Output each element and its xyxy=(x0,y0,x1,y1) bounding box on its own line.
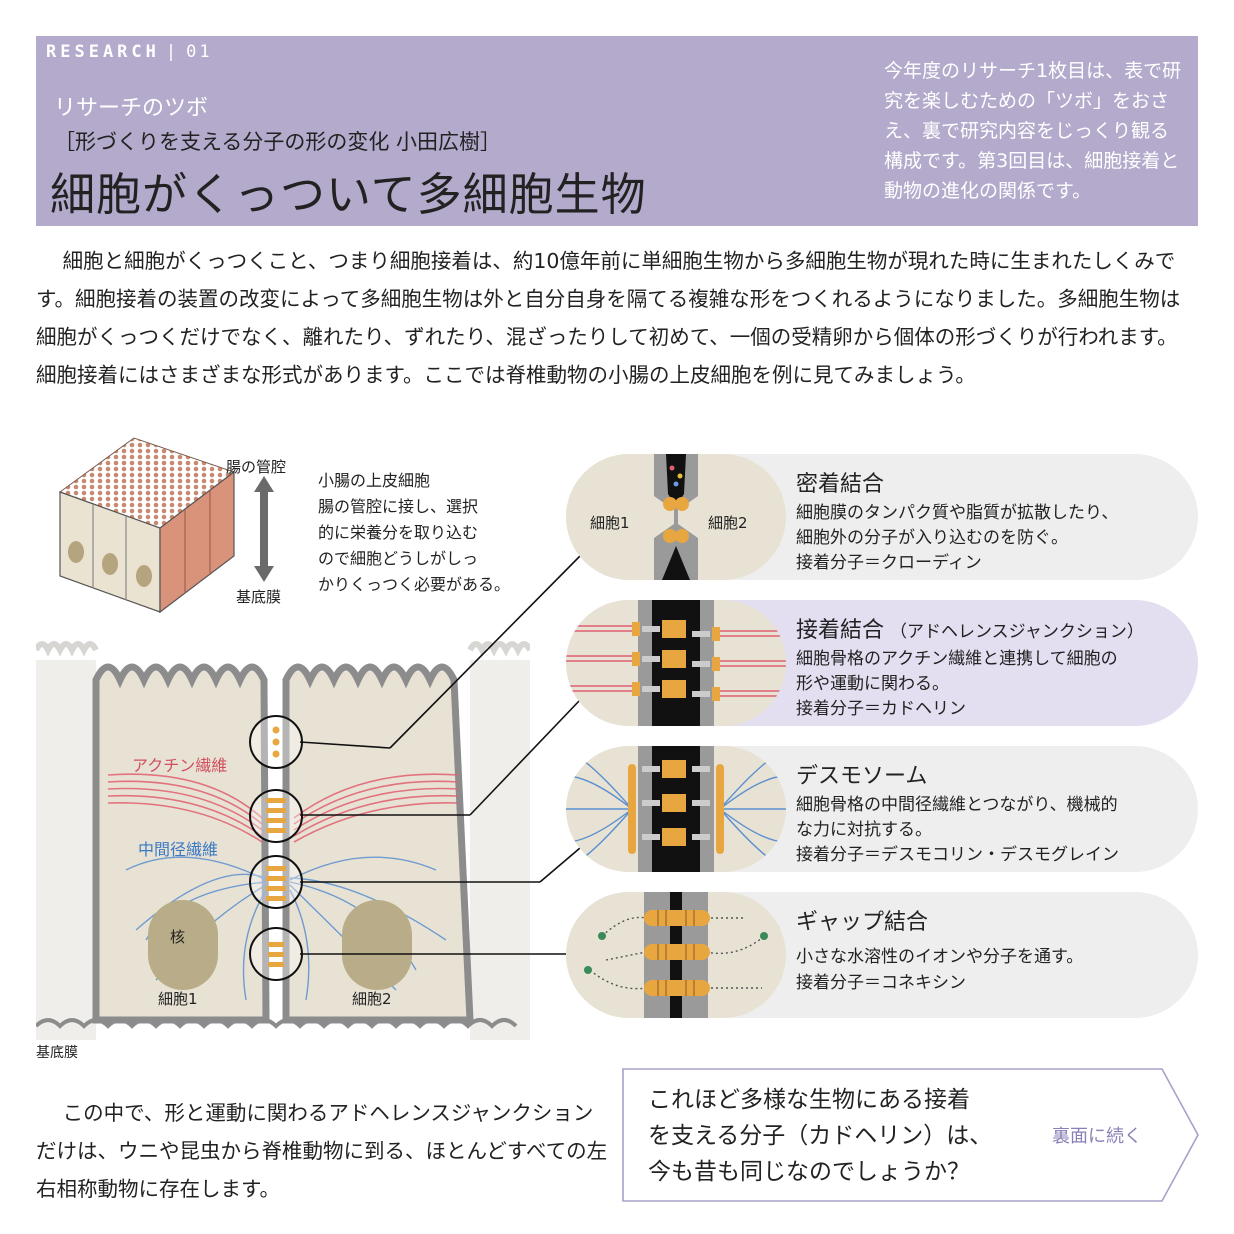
figure-description-line: かりくっつく必要がある。 xyxy=(318,575,511,594)
series-subtitle: リサーチのツボ xyxy=(54,96,209,121)
lumen-label: 腸の管腔 xyxy=(226,458,287,476)
basal-membrane-label: 基底膜 xyxy=(236,588,282,606)
teaser-question: これほど多様な生物にある接着 を支える分子（カドヘリン）は、 今も昔も同じなので… xyxy=(648,1082,1028,1190)
header-banner: RESEARCH|01 リサーチのツボ ［形づくりを支える分子の形の変化 小田広… xyxy=(36,36,1198,226)
figure-description-title: 小腸の上皮細胞 xyxy=(318,471,431,490)
brand-name: RESEARCH xyxy=(46,42,160,62)
junction-desc-line: な力に対抗する。 xyxy=(796,820,932,840)
junction-molecule-line: 接着分子＝コネキシン xyxy=(796,973,966,993)
brand-logo: RESEARCH|01 xyxy=(46,42,213,62)
junction-desc-line: 形や運動に関わる。 xyxy=(796,674,949,694)
desmosome-illustration xyxy=(566,746,786,872)
nucleus-label: 核 xyxy=(170,928,186,946)
cell1-label: 細胞1 xyxy=(158,990,198,1008)
junction-desc-line: 細胞膜のタンパク質や脂質が拡散したり、 xyxy=(796,503,1119,523)
tight-cell1-label: 細胞1 xyxy=(590,514,630,532)
vertical-axis-arrow xyxy=(254,476,274,582)
cell-cross-section-figure xyxy=(36,640,530,1040)
junction-title: 接着結合（アドヘレンスジャンクション） xyxy=(796,612,1144,644)
junction-molecule-line: 接着分子＝デスモコリン・デスモグレイン xyxy=(796,845,1119,865)
junction-molecule-line: 接着分子＝クローディン xyxy=(796,553,982,573)
teaser-box xyxy=(622,1068,1199,1202)
junction-title: ギャップ結合 xyxy=(796,910,929,935)
figure-description-line: ので細胞どうしがしっ xyxy=(318,549,479,568)
page-title: 細胞がくっついて多細胞生物 xyxy=(50,168,647,221)
junction-panel-desmosome: デスモソーム 細胞骨格の中間径繊維とつながり、機械的 な力に対抗する。 接着分子… xyxy=(566,746,1198,872)
junction-title: デスモソーム xyxy=(796,764,928,789)
cell2-label: 細胞2 xyxy=(352,990,392,1008)
header-intro-text: 今年度のリサーチ1枚目は、表で研究を楽しむための「ツボ」をおさえ、裏で研究内容を… xyxy=(884,60,1182,202)
intermediate-filament-label: 中間径繊維 xyxy=(138,840,219,859)
series-author-line: ［形づくりを支える分子の形の変化 小田広樹］ xyxy=(54,130,502,154)
issue-number: 01 xyxy=(186,42,213,62)
teaser-line: 今も昔も同じなのでしょうか？ xyxy=(648,1159,970,1185)
gap-junction-illustration xyxy=(566,892,786,1018)
teaser-line: を支える分子（カドヘリン）は、 xyxy=(648,1123,993,1149)
tight-cell2-label: 細胞2 xyxy=(708,514,748,532)
junction-title: 密着結合 xyxy=(796,472,885,497)
junction-title-text: 接着結合 xyxy=(796,618,885,643)
lead-paragraph: 細胞と細胞がくっつくこと、つまり細胞接着は、約10億年前に単細胞生物から多細胞生… xyxy=(36,249,1181,387)
junction-panel-gap: ギャップ結合 小さな水溶性のイオンや分子を通す。 接着分子＝コネキシン xyxy=(566,892,1198,1018)
actin-fiber-label: アクチン繊維 xyxy=(132,756,228,775)
continue-on-back-link[interactable]: 裏面に続く xyxy=(1052,1126,1142,1147)
figure-description: 小腸の上皮細胞 腸の管腔に接し、選択 的に栄養分を取り込む ので細胞どうしがしっ… xyxy=(318,468,548,598)
figure-description-line: 的に栄養分を取り込む xyxy=(318,523,479,542)
junction-title-note: （アドヘレンスジャンクション） xyxy=(890,622,1144,642)
junction-molecule-line: 接着分子＝カドヘリン xyxy=(796,699,966,719)
figure-description-line: 腸の管腔に接し、選択 xyxy=(318,497,479,516)
epithelium-block-illustration xyxy=(58,437,236,614)
bottom-basal-membrane-label: 基底膜 xyxy=(36,1045,78,1061)
teaser-line: これほど多様な生物にある接着 xyxy=(648,1087,970,1113)
junction-panel-tight: 細胞1 細胞2 密着結合 細胞膜のタンパク質や脂質が拡散したり、 細胞外の分子が… xyxy=(566,454,1198,580)
junction-desc-line: 細胞骨格の中間径繊維とつながり、機械的 xyxy=(796,795,1118,815)
closing-paragraph: この中で、形と運動に関わるアドヘレンスジャンクションだけは、ウニや昆虫から脊椎動… xyxy=(36,1101,608,1201)
junction-desc-line: 細胞骨格のアクチン繊維と連携して細胞の xyxy=(796,649,1118,669)
junction-desc-line: 小さな水溶性のイオンや分子を通す。 xyxy=(796,947,1084,967)
junction-panel-adherens: 接着結合（アドヘレンスジャンクション） 細胞骨格のアクチン繊維と連携して細胞の … xyxy=(566,600,1198,726)
tight-junction-illustration xyxy=(566,454,786,580)
junction-desc-line: 細胞外の分子が入り込むのを防ぐ。 xyxy=(796,528,1068,548)
adherens-junction-illustration xyxy=(566,600,786,726)
